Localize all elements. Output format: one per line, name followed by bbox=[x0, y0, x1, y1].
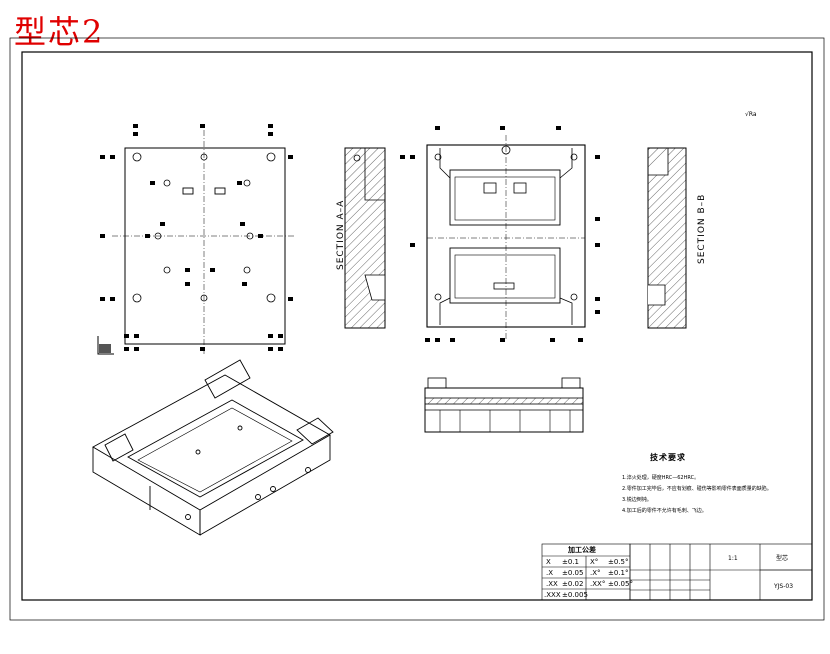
front-cavity-view bbox=[400, 126, 600, 342]
tech-req-item: 3.锐边倒钝。 bbox=[622, 497, 652, 503]
inner-border bbox=[21, 51, 813, 601]
tech-req-item: 2.零件加工完毕后，不应有划痕、碰伤等影响零件表面质量的缺陷。 bbox=[622, 486, 772, 492]
tol-cell: X° bbox=[590, 558, 599, 566]
drawing-title: 型芯2 bbox=[14, 13, 105, 51]
tol-cell: ±0.02 bbox=[562, 580, 584, 588]
tol-cell: .X° bbox=[590, 569, 601, 577]
title-block-part: 型芯 bbox=[776, 555, 789, 562]
title-block-scale: 1:1 bbox=[728, 555, 738, 562]
tol-cell: ±0.05 bbox=[562, 569, 584, 577]
top-view-plate bbox=[97, 124, 296, 355]
surface-finish-mark: √Ra bbox=[745, 111, 757, 118]
tol-cell: ±0.5° bbox=[608, 558, 629, 566]
tol-cell: X bbox=[546, 558, 551, 566]
tol-cell: .XXX bbox=[544, 591, 561, 599]
tol-cell: .XX bbox=[546, 580, 558, 588]
tolerance-heading: 加工公差 bbox=[568, 546, 596, 554]
tol-cell: ±0.1° bbox=[608, 569, 629, 577]
tol-cell: ±0.005 bbox=[562, 591, 588, 599]
section-a-view bbox=[344, 147, 386, 329]
tol-cell: .X bbox=[546, 569, 554, 577]
title-block-code: YJS-03 bbox=[774, 583, 794, 590]
section-b-view bbox=[647, 147, 687, 329]
section-a-label: SECTION A–A bbox=[336, 199, 346, 270]
tech-req-item: 4.加工后的零件不允许有毛刺、飞边。 bbox=[622, 508, 707, 514]
isometric-view bbox=[92, 359, 334, 536]
bottom-section-view bbox=[424, 377, 584, 433]
tech-req-item: 1.淬火处理，硬度HRC—62HRC。 bbox=[622, 475, 700, 481]
technical-requirements: 技术要求 1.淬火处理，硬度HRC—62HRC。 2.零件加工完毕后，不应有划痕… bbox=[622, 452, 812, 517]
tol-cell: ±0.05° bbox=[608, 580, 633, 588]
tol-cell: ±0.1 bbox=[562, 558, 579, 566]
tech-req-heading: 技术要求 bbox=[650, 453, 686, 462]
tol-cell: .XX° bbox=[590, 580, 606, 588]
outer-border bbox=[9, 37, 825, 621]
title-block-lines bbox=[629, 543, 813, 601]
section-b-label: SECTION B–B bbox=[697, 193, 707, 264]
